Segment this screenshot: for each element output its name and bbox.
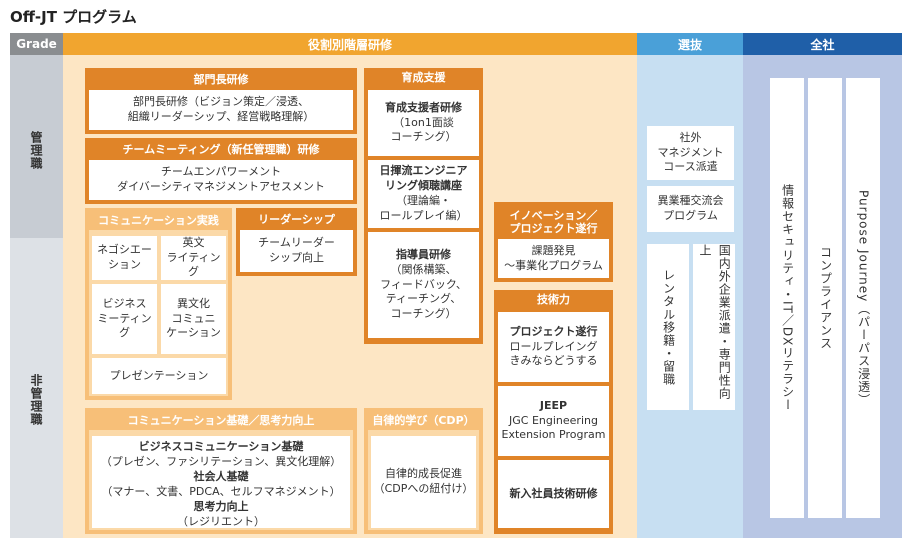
development-support-instructor-title: 指導員研修 bbox=[396, 247, 451, 261]
tech-head: 技術力 bbox=[494, 290, 613, 311]
tech-project-body: ロールプレイング きみならどうする bbox=[509, 339, 598, 368]
comm-basic-box: コミュニケーション基礎／思考力向上 ビジネスコミュニケーション基礎 （プレゼン、… bbox=[85, 408, 357, 534]
selection-external-management: 社外 マネジメント コース派遣 bbox=[647, 126, 734, 180]
grade-column-top bbox=[10, 55, 63, 238]
innovation-head: イノベーション／ プロジェクト遂行 bbox=[498, 206, 609, 240]
company-compliance: コンプライアンス bbox=[808, 78, 842, 518]
grade-non-management-label: 非管理職 bbox=[29, 374, 43, 426]
leadership-head: リーダーシップ bbox=[240, 212, 353, 231]
team-meeting-training-body: チームエンパワーメント ダイバーシティマネジメントアセスメント bbox=[89, 160, 353, 200]
comm-practice-box: コミュニケーション実践 ネゴシエー ション 英文 ライティング ビジネス ミーテ… bbox=[85, 208, 232, 400]
team-meeting-training-head: チームミーティング（新任管理職）研修 bbox=[89, 142, 353, 161]
development-support-listening-cell: 日揮流エンジニア リング傾聴講座 （理論編・ ロールプレイ編） bbox=[368, 160, 479, 228]
role-header: 役割別階層研修 bbox=[63, 33, 637, 55]
tech-jeep-body: JGC Engineering Extension Program bbox=[501, 413, 606, 442]
development-support-listening-title: 日揮流エンジニア リング傾聴講座 bbox=[379, 164, 468, 193]
bumoncho-training-box: 部門長研修 部門長研修（ビジョン策定／浸透、 組織リーダーシップ、経営戦略理解） bbox=[85, 68, 357, 134]
development-support-instructor-cell: 指導員研修 （関係構築、 フィードバック、 ティーチング、 コーチング） bbox=[368, 232, 479, 338]
comm-practice-cross-cultural: 異文化 コミュニ ケーション bbox=[161, 284, 226, 354]
tech-jeep-cell: JEEP JGC Engineering Extension Program bbox=[498, 386, 609, 456]
development-support-head: 育成支援 bbox=[364, 68, 483, 89]
selection-header: 選抜 bbox=[637, 33, 743, 55]
tech-project-title: プロジェクト遂行 bbox=[509, 324, 598, 338]
leadership-box: リーダーシップ チームリーダー シップ向上 bbox=[236, 208, 357, 276]
comm-basic-desc-1: （プレゼン、ファシリテーション、異文化理解） bbox=[100, 455, 342, 468]
selection-rental-transfer: レンタル移籍・留職 bbox=[647, 244, 689, 410]
comm-practice-english-writing: 英文 ライティング bbox=[161, 236, 226, 280]
comm-basic-title-1: ビジネスコミュニケーション基礎 bbox=[138, 440, 304, 453]
bumoncho-training-head: 部門長研修 bbox=[89, 72, 353, 91]
comm-practice-negotiation: ネゴシエー ション bbox=[92, 236, 157, 280]
grade-column-bottom bbox=[10, 238, 63, 538]
grade-management-label: 管理職 bbox=[29, 130, 43, 170]
development-support-box: 育成支援 育成支援者研修 （1on1面談 コーチング） 日揮流エンジニア リング… bbox=[364, 68, 483, 344]
comm-practice-head: コミュニケーション実践 bbox=[89, 212, 228, 230]
selection-company-dispatch: 国内外企業派遣・専門性向上 bbox=[693, 244, 735, 410]
tech-project-cell: プロジェクト遂行 ロールプレイング きみならどうする bbox=[498, 312, 609, 382]
comm-basic-desc-3: （レジリエント） bbox=[177, 515, 265, 528]
development-support-trainer-body: （1on1面談 コーチング） bbox=[390, 115, 457, 144]
cdp-head: 自律的学び（CDP） bbox=[368, 412, 479, 430]
comm-basic-title-2: 社会人基礎 bbox=[193, 470, 249, 483]
company-header: 全社 bbox=[743, 33, 902, 55]
innovation-box: イノベーション／ プロジェクト遂行 課題発見 ～事業化プログラム bbox=[494, 202, 613, 282]
comm-practice-presentation: プレゼンテーション bbox=[92, 358, 226, 394]
development-support-trainer-title: 育成支援者研修 bbox=[385, 100, 462, 114]
tech-jeep-title: JEEP bbox=[539, 398, 568, 412]
comm-basic-title-3: 思考力向上 bbox=[193, 500, 249, 513]
comm-practice-business-meeting: ビジネス ミーティング bbox=[92, 284, 157, 354]
company-security-it-dx: 情報セキュリティ・IT／DXリテラシー bbox=[770, 78, 804, 518]
bumoncho-training-body: 部門長研修（ビジョン策定／浸透、 組織リーダーシップ、経営戦略理解） bbox=[89, 90, 353, 130]
selection-cross-industry: 異業種交流会 プログラム bbox=[647, 186, 734, 232]
team-meeting-training-box: チームミーティング（新任管理職）研修 チームエンパワーメント ダイバーシティマネ… bbox=[85, 138, 357, 204]
cdp-body: 自律的成長促進 （CDPへの紐付け） bbox=[371, 436, 476, 528]
tech-box: 技術力 プロジェクト遂行 ロールプレイング きみならどうする JEEP JGC … bbox=[494, 290, 613, 534]
grade-header: Grade bbox=[10, 33, 63, 55]
tech-new-employee-cell: 新入社員技術研修 bbox=[498, 460, 609, 528]
innovation-body: 課題発見 ～事業化プログラム bbox=[498, 239, 609, 278]
page-title: Off-JT プログラム bbox=[10, 8, 137, 26]
development-support-listening-body: （理論編・ ロールプレイ編） bbox=[379, 194, 468, 222]
development-support-trainer-cell: 育成支援者研修 （1on1面談 コーチング） bbox=[368, 90, 479, 156]
comm-basic-body: ビジネスコミュニケーション基礎 （プレゼン、ファシリテーション、異文化理解） 社… bbox=[92, 436, 350, 528]
cdp-box: 自律的学び（CDP） 自律的成長促進 （CDPへの紐付け） bbox=[364, 408, 483, 534]
comm-basic-desc-2: （マナー、文書、PDCA、セルフマネジメント） bbox=[101, 485, 341, 498]
company-purpose-journey: Purpose Journey（パーパス浸透） bbox=[846, 78, 880, 518]
development-support-instructor-body: （関係構築、 フィードバック、 ティーチング、 コーチング） bbox=[380, 262, 467, 321]
comm-basic-head: コミュニケーション基礎／思考力向上 bbox=[89, 412, 353, 430]
leadership-body: チームリーダー シップ向上 bbox=[240, 230, 353, 272]
